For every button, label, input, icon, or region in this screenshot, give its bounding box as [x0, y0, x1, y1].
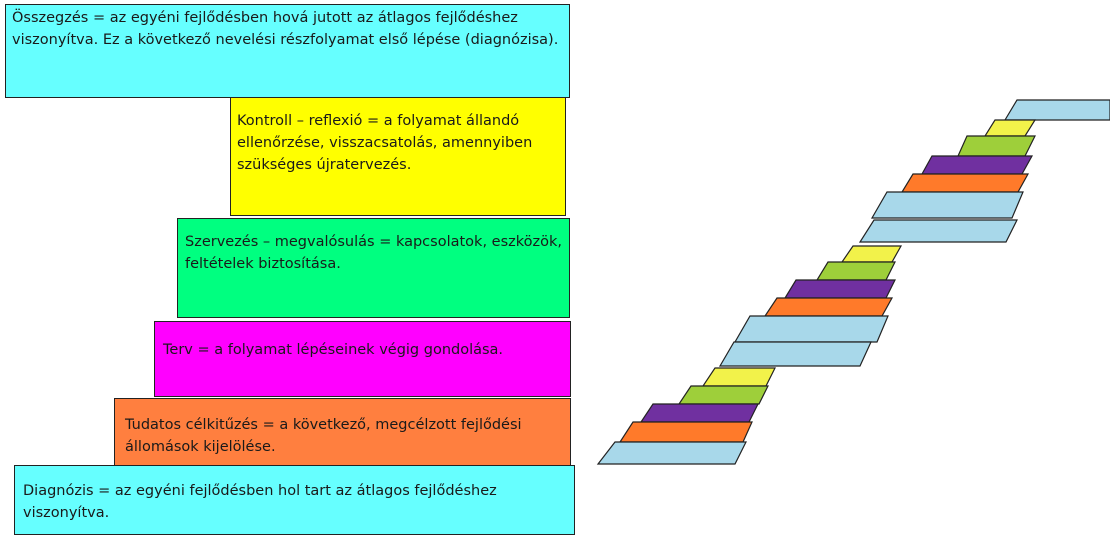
stair-step	[870, 191, 1024, 219]
diagnozis-text: Diagnózis = az egyéni fejlődésben hol ta…	[23, 483, 497, 521]
stair-step	[858, 219, 1018, 243]
stair-step	[783, 279, 896, 299]
stair-step	[900, 173, 1030, 193]
stair-step	[763, 297, 894, 317]
diagnozis-box: Diagnózis = az egyéni fejlődésben hol ta…	[14, 465, 575, 535]
stair-step	[983, 119, 1037, 137]
kontroll-text: Kontroll – reflexió = a folyamat állandó…	[237, 113, 533, 173]
staircase-diagram	[596, 99, 1110, 465]
szervezes-box: Szervezés – megvalósulás = kapcsolatok, …	[177, 218, 570, 318]
stair-step	[840, 245, 903, 263]
stair-step	[815, 261, 896, 281]
tudatos-box: Tudatos célkitűzés = a következő, megcél…	[114, 398, 571, 470]
szervezes-text: Szervezés – megvalósulás = kapcsolatok, …	[185, 234, 562, 272]
terv-text: Terv = a folyamat lépéseinek végig gondo…	[163, 342, 504, 358]
osszegzes-box: Összegzés = az egyéni fejlődésben hová j…	[5, 4, 570, 98]
stair-step	[596, 441, 747, 465]
stair-step	[677, 385, 769, 405]
stair-step	[920, 155, 1034, 175]
kontroll-box: Kontroll – reflexió = a folyamat állandó…	[230, 97, 566, 216]
stair-step	[701, 367, 776, 387]
stair-top-landing	[1003, 99, 1110, 121]
stair-step	[639, 403, 759, 423]
stair-step	[718, 341, 872, 367]
stair-step	[618, 421, 753, 443]
stair-step	[733, 315, 889, 343]
tudatos-text: Tudatos célkitűzés = a következő, megcél…	[125, 417, 522, 455]
osszegzes-text: Összegzés = az egyéni fejlődésben hová j…	[12, 10, 559, 48]
terv-box: Terv = a folyamat lépéseinek végig gondo…	[154, 321, 571, 397]
stair-step	[957, 135, 1036, 157]
